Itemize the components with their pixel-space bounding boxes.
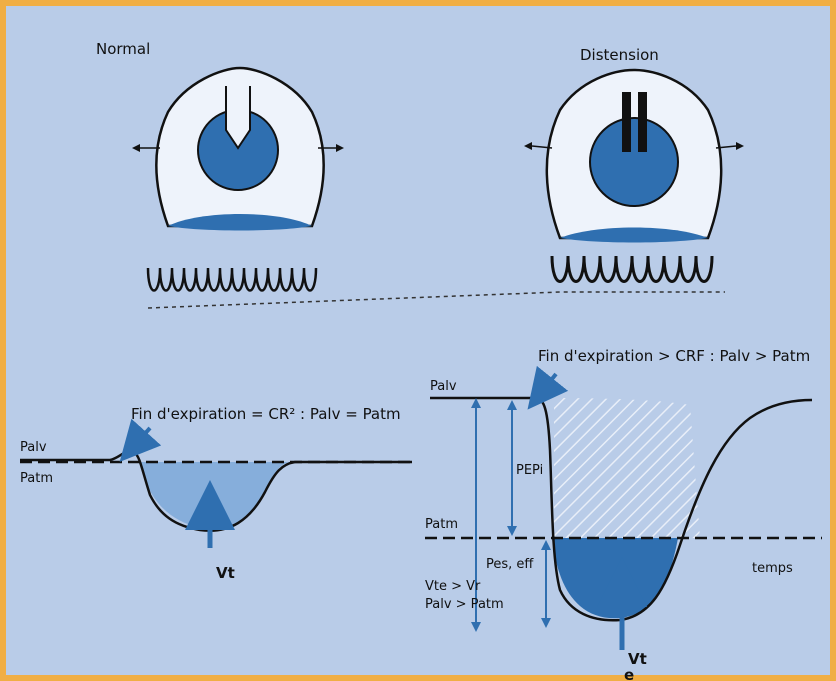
left-palv-label: Palv xyxy=(20,440,47,455)
left-pressure-curve: Fin d'expiration = CR² : Palv = Patm Pal… xyxy=(20,405,412,582)
right-temps-label: temps xyxy=(752,561,793,576)
right-palv-label: Palv xyxy=(430,379,457,394)
left-annotation: Fin d'expiration = CR² : Palv = Patm xyxy=(131,405,401,423)
distension-alveolus xyxy=(590,118,678,206)
right-end-expiration-arrow xyxy=(540,374,556,394)
distension-breathing-waveform xyxy=(552,256,712,282)
distension-left-arrowhead xyxy=(524,142,532,150)
distension-right-arrowhead xyxy=(736,142,744,150)
distension-airway-left xyxy=(622,92,631,152)
distension-airway-right xyxy=(638,92,647,152)
right-pepi-arrowhead-bottom xyxy=(507,526,517,536)
normal-lung-diagram xyxy=(132,68,344,291)
right-pressure-curve: Fin d'expiration > CRF : Palv > Patm Pal… xyxy=(425,347,822,681)
right-pes-label: Pes, eff xyxy=(486,557,534,572)
right-pepi-hatched-area xyxy=(554,398,700,538)
right-vte-label: Vte > Vr xyxy=(425,579,481,594)
right-bottom-mark: e xyxy=(624,666,634,681)
right-vte-arrowhead-top xyxy=(471,398,481,408)
normal-right-arrowhead xyxy=(336,144,344,152)
right-vte-arrowhead-bottom xyxy=(471,622,481,632)
normal-title: Normal xyxy=(96,40,150,58)
right-pepi-arrowhead-top xyxy=(507,400,517,410)
normal-breathing-waveform xyxy=(148,268,316,291)
left-end-expiration-arrow xyxy=(133,428,150,447)
right-pepi-label: PEPi xyxy=(516,463,543,478)
right-pes-arrowhead-top xyxy=(541,540,551,550)
right-palv-patm-label: Palv > Patm xyxy=(425,597,504,612)
left-vt-area xyxy=(140,462,290,529)
normal-left-arrowhead xyxy=(132,144,140,152)
left-vt-label: Vt xyxy=(216,564,235,582)
left-patm-label: Patm xyxy=(20,471,53,486)
right-pes-arrowhead-bottom xyxy=(541,618,551,628)
right-patm-label: Patm xyxy=(425,517,458,532)
distension-lung-diagram xyxy=(524,70,744,282)
panel-connector-dashed xyxy=(148,292,725,308)
distension-title: Distension xyxy=(580,46,659,64)
right-annotation: Fin d'expiration > CRF : Palv > Patm xyxy=(538,347,810,365)
